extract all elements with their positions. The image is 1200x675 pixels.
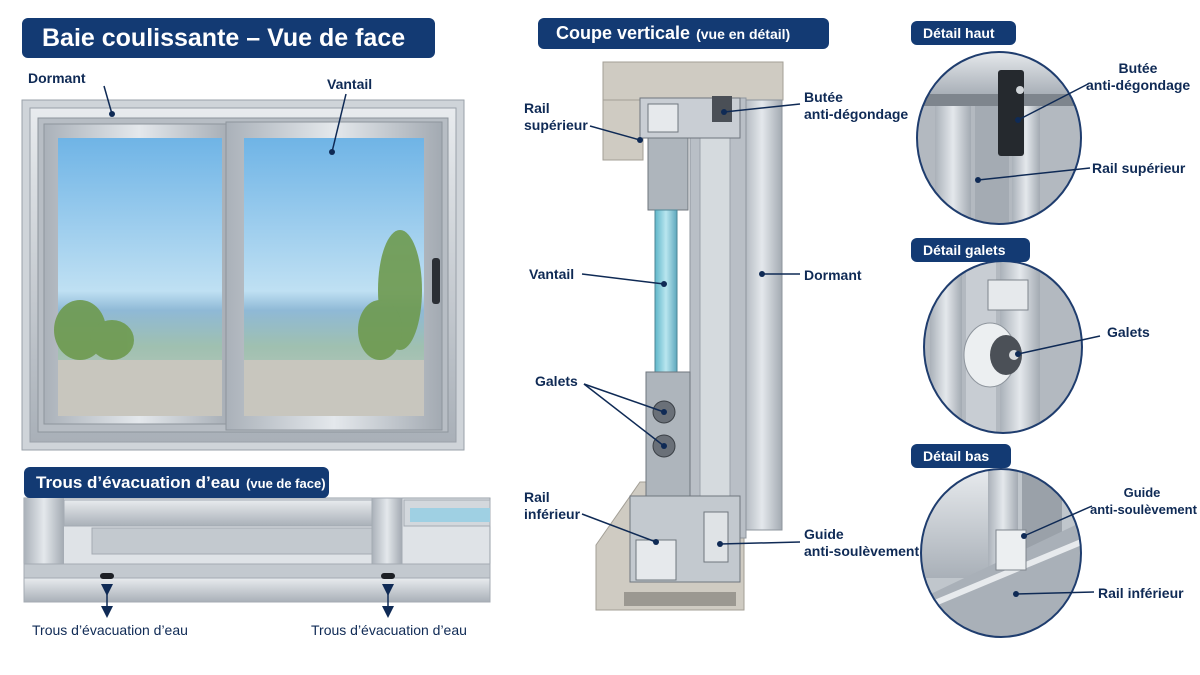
detail-bottom-title: Détail bas <box>911 444 1011 468</box>
section-label-bottom-rail-line1: Rail <box>524 489 550 505</box>
detail-top-title-text: Détail haut <box>923 25 995 41</box>
section-label-sash: Vantail <box>529 266 575 282</box>
detail-rollers-title: Détail galets <box>911 238 1030 262</box>
section-label-top-rail-line1: Rail <box>524 100 550 116</box>
drainage-title: Trous d’évacuation d’eau (vue de face) <box>24 467 329 498</box>
detail-bottom-label-guide-line2: anti-soulèvement <box>1090 502 1197 517</box>
drainage-illustration <box>23 497 491 618</box>
front-view-title: Baie coulissante – Vue de face <box>22 18 435 58</box>
detail-top-label-stop-line1: Butée <box>1118 60 1158 76</box>
section-label-top-rail: Rail supérieur <box>524 100 588 134</box>
drainage-title-text: Trous d’évacuation d’eau <box>36 473 241 492</box>
section-title-suffix: (vue en détail) <box>696 26 791 42</box>
section-label-bottom-rail: Rail inférieur <box>524 489 580 523</box>
section-label-bottom-rail-line2: inférieur <box>524 506 581 522</box>
section-label-guide-line2: anti-soulèvement <box>804 543 920 559</box>
section-title-text: Coupe verticale <box>556 23 691 43</box>
detail-bottom-illustration <box>920 468 1095 638</box>
section-label-top-rail-line2: supérieur <box>524 117 588 133</box>
detail-top-title: Détail haut <box>911 21 1016 45</box>
section-illustration <box>581 61 801 611</box>
section-label-rollers: Galets <box>535 373 578 389</box>
detail-rollers-label: Galets <box>1107 324 1150 340</box>
detail-top-illustration <box>916 51 1091 225</box>
section-label-stop-line1: Butée <box>804 89 843 105</box>
section-label-guide: Guide anti-soulèvement <box>804 526 919 560</box>
section-title: Coupe verticale (vue en détail) <box>538 18 829 49</box>
front-label-frame: Dormant <box>28 70 86 86</box>
front-view-title-text: Baie coulissante – Vue de face <box>42 24 406 52</box>
section-label-stop-line2: anti-dégondage <box>804 106 909 122</box>
detail-bottom-label-rail: Rail inférieur <box>1098 585 1184 601</box>
drainage-label-left: Trous d’évacuation d’eau <box>32 622 188 638</box>
front-label-sash: Vantail <box>327 76 373 92</box>
drainage-label-right: Trous d’évacuation d’eau <box>311 622 467 638</box>
front-window-illustration <box>21 85 465 451</box>
section-label-frame: Dormant <box>804 267 862 283</box>
detail-top-label-rail: Rail supérieur <box>1092 160 1186 176</box>
detail-rollers-illustration <box>923 260 1101 434</box>
detail-top-label-stop: Butée anti-dégondage <box>1086 60 1190 94</box>
section-label-stop: Butée anti-dégondage <box>804 89 908 123</box>
section-label-guide-line1: Guide <box>804 526 844 542</box>
drainage-title-suffix: (vue de face) <box>246 476 326 491</box>
detail-bottom-label-guide: Guide anti-soulèvement <box>1090 484 1197 518</box>
detail-rollers-title-text: Détail galets <box>923 242 1006 258</box>
detail-bottom-title-text: Détail bas <box>923 448 990 464</box>
detail-bottom-label-guide-line1: Guide <box>1123 485 1161 500</box>
detail-top-label-stop-line2: anti-dégondage <box>1086 77 1191 93</box>
